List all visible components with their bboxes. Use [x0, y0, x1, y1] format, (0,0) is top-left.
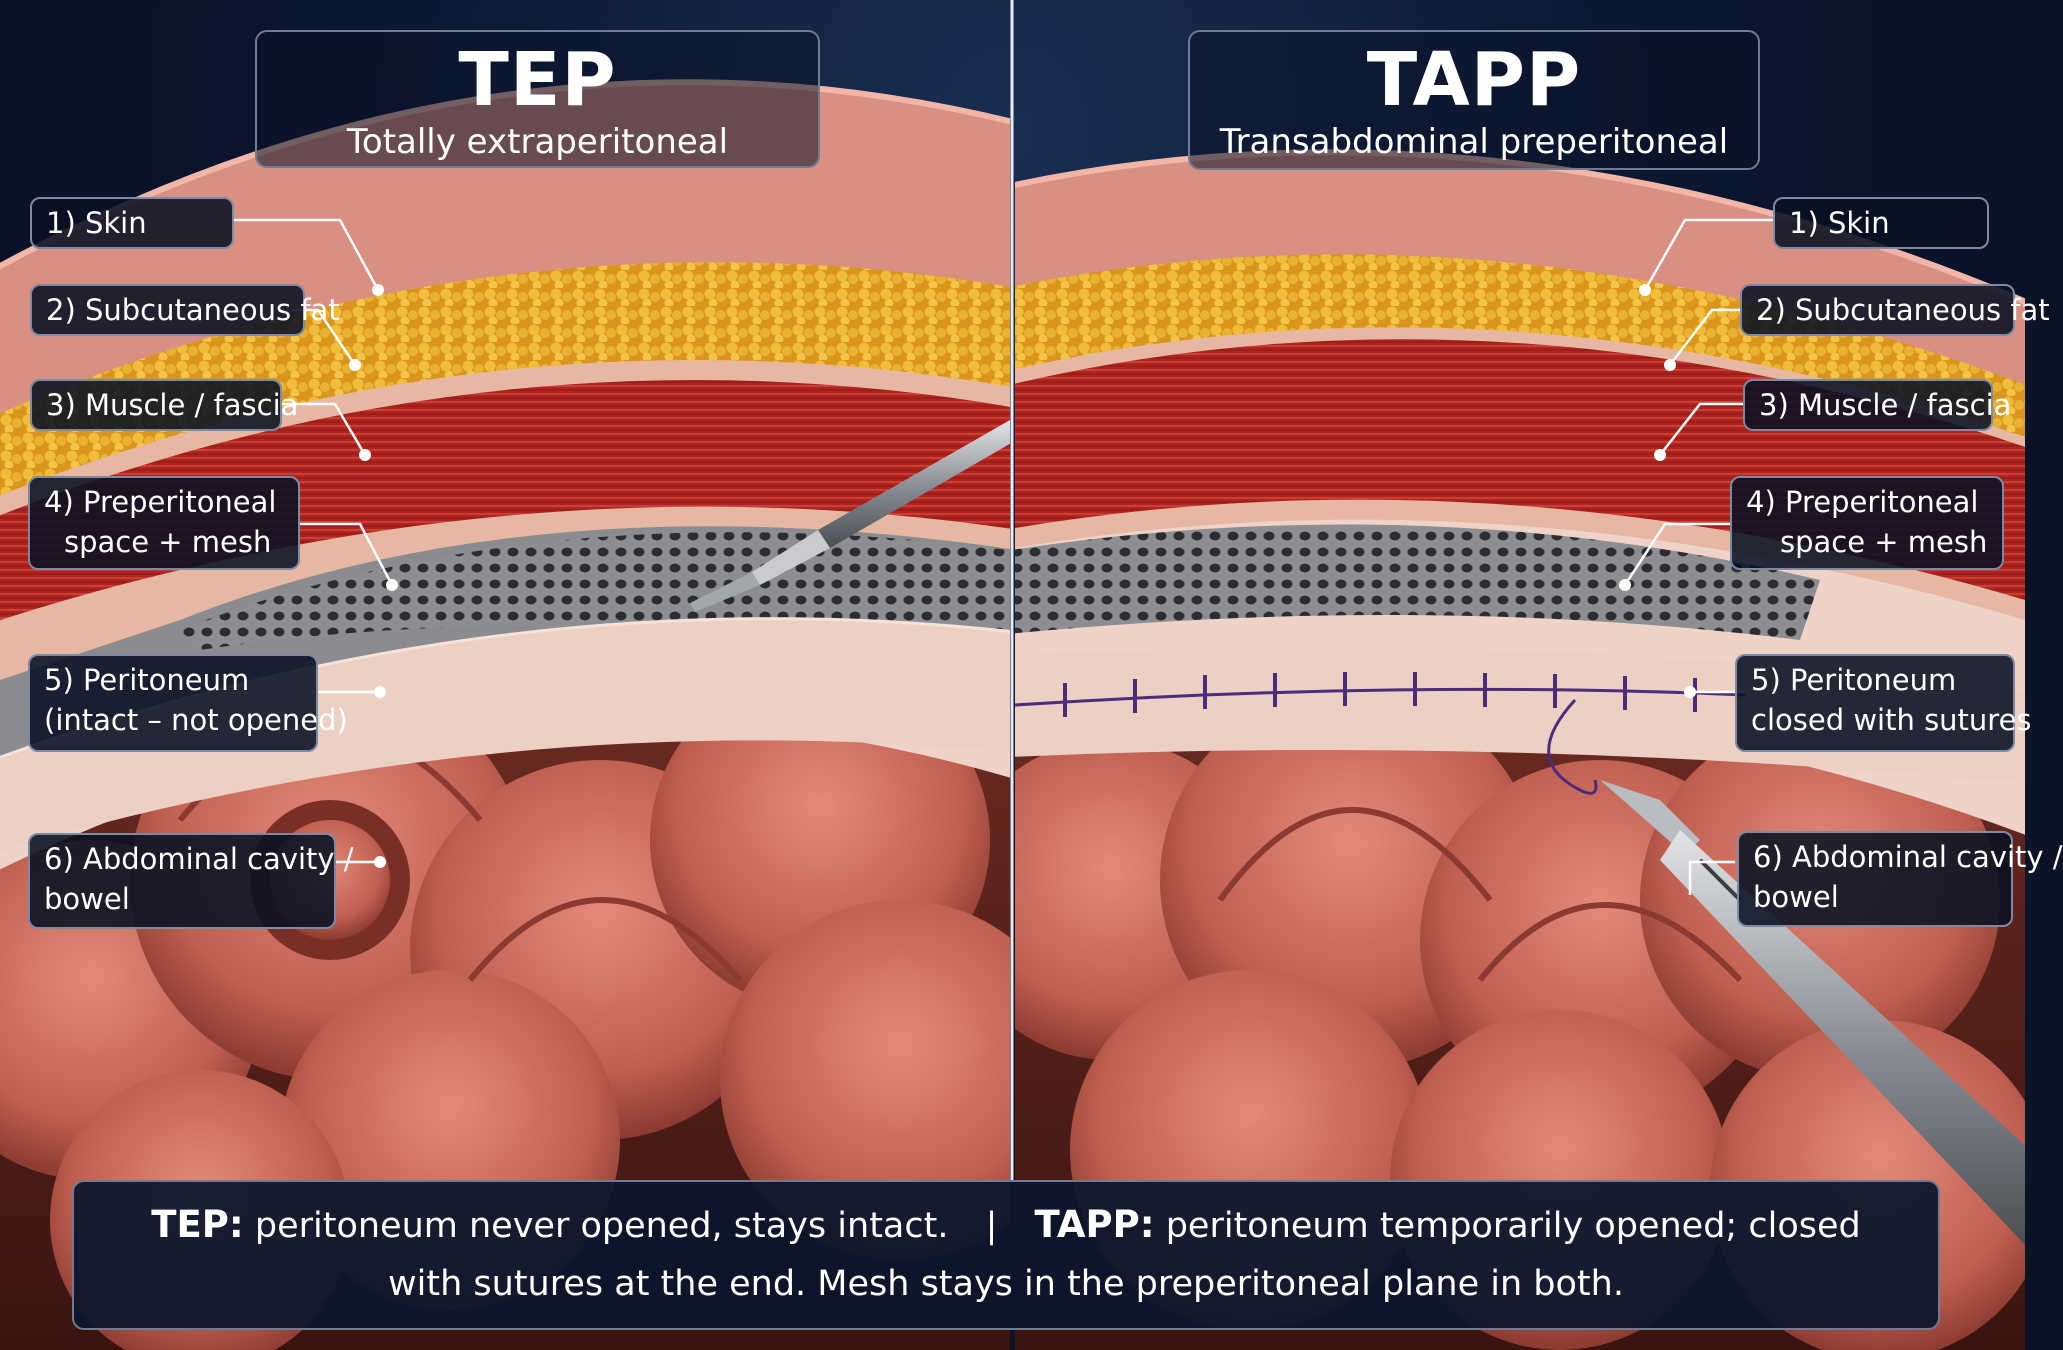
- tapp-mesh: [1015, 524, 1820, 640]
- tep-label-cavity: 6) Abdominal cavity / bowel: [28, 833, 354, 929]
- summary-tapp-term: TAPP:: [1034, 1203, 1155, 1246]
- summary-separator: |: [985, 1206, 998, 1246]
- tep-label-preperitoneal: 4) Preperitoneal space + mesh: [28, 476, 300, 570]
- tapp-title: TAPP: [1366, 37, 1582, 123]
- tapp-leader-lines: [1623, 218, 1775, 895]
- tep-subtitle: Totally extraperitoneal: [346, 122, 729, 162]
- tapp-subtitle: Transabdominal preperitoneal: [1219, 122, 1729, 162]
- summary-line-2: with sutures at the end. Mesh stays in t…: [388, 1264, 1624, 1304]
- summary-tep-text: peritoneum never opened, stays intact.: [254, 1206, 949, 1246]
- tep-label-skin: 1) Skin: [30, 197, 234, 249]
- tep-label-muscle: 3) Muscle / fascia: [30, 379, 298, 431]
- tapp-label-skin: 1) Skin: [1773, 197, 1989, 249]
- tapp-title-box: TAPP Transabdominal preperitoneal: [1188, 30, 1760, 170]
- tapp-label-muscle: 3) Muscle / fascia: [1743, 379, 2011, 431]
- summary-tep-term: TEP:: [151, 1203, 244, 1246]
- tapp-needle-driver: [1600, 780, 2025, 1245]
- tep-title-box: TEP Totally extraperitoneal: [255, 30, 820, 168]
- tep-peritoneum: [0, 618, 1010, 852]
- summary-box: TEP: peritoneum never opened, stays inta…: [72, 1180, 1940, 1330]
- tapp-label-fat: 2) Subcutaneous fat: [1740, 284, 2050, 336]
- tep-leader-lines: [232, 218, 394, 864]
- tapp-label-preperitoneal: 4) Preperitoneal space + mesh: [1730, 476, 2004, 570]
- tep-label-peritoneum: 5) Peritoneum (intact – not opened): [28, 654, 348, 752]
- summary-tapp-text: peritoneum temporarily opened; closed: [1165, 1206, 1861, 1246]
- tep-label-fat: 2) Subcutaneous fat: [30, 284, 340, 336]
- tapp-suture-line: [1015, 687, 1746, 707]
- tep-marker-dots: [349, 284, 398, 868]
- summary-line-1: TEP: peritoneum never opened, stays inta…: [74, 1196, 1938, 1255]
- tapp-label-cavity: 6) Abdominal cavity / bowel: [1737, 831, 2063, 927]
- tep-laparoscope: [690, 420, 1010, 612]
- tapp-marker-dots: [1619, 284, 1696, 698]
- tep-title: TEP: [458, 37, 617, 123]
- tapp-label-peritoneum: 5) Peritoneum closed with sutures: [1735, 654, 2032, 752]
